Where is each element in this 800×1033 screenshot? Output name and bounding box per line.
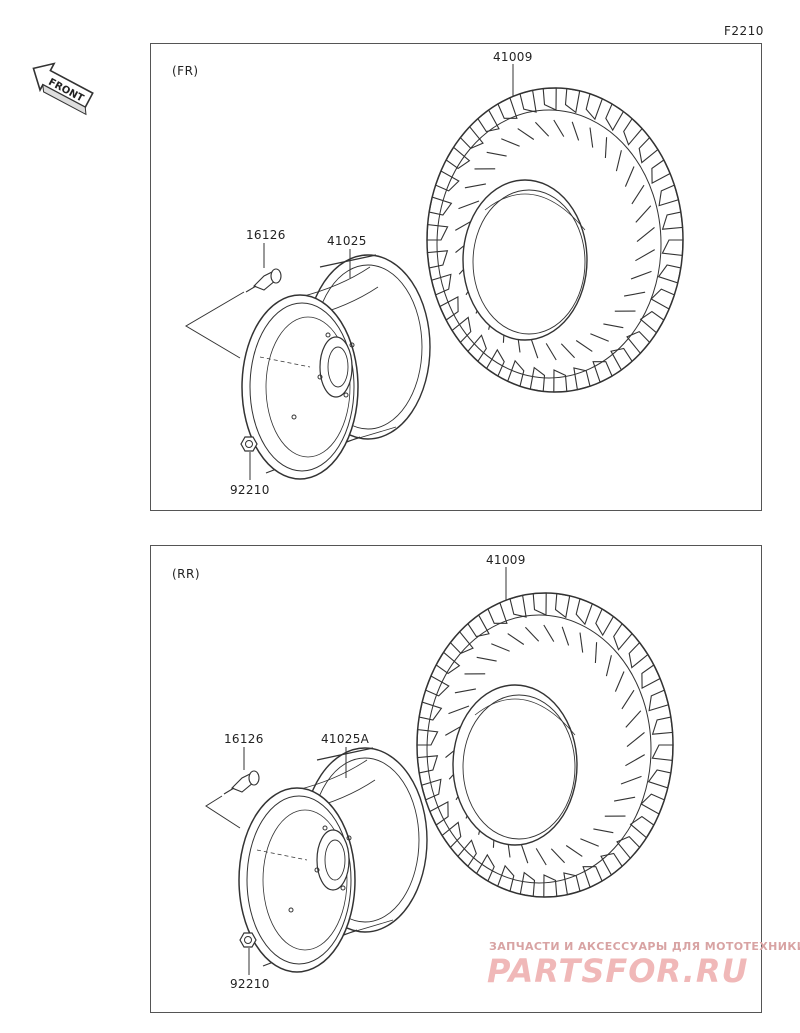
figure-code: F2210	[724, 24, 764, 38]
front-wheel	[241, 254, 431, 480]
front-leader-lines	[185, 64, 514, 480]
front-wheel-part-number[interactable]: 41025	[327, 234, 367, 248]
watermark-logo: PARTSFOR.RU	[487, 952, 749, 990]
rear-panel-label: (RR)	[172, 567, 201, 581]
rear-nut-part-number[interactable]: 92210	[230, 977, 270, 991]
rear-tire	[416, 592, 674, 898]
front-tire	[426, 87, 684, 393]
front-tire-part-number[interactable]: 41009	[493, 50, 533, 64]
rear-valve-part-number[interactable]: 16126	[224, 732, 264, 746]
rear-wheel	[238, 747, 428, 973]
rear-wheel-part-number[interactable]: 41025A	[321, 732, 370, 746]
rear-nut	[239, 932, 257, 948]
front-valve-part-number[interactable]: 16126	[246, 228, 286, 242]
front-valve	[245, 268, 282, 293]
rear-valve	[223, 770, 260, 795]
rear-tire-part-number[interactable]: 41009	[486, 553, 526, 567]
rear-leader-lines	[205, 567, 507, 975]
watermark-tagline: ЗАПЧАСТИ И АКСЕССУАРЫ ДЛЯ МОТОТЕХНИКИ	[489, 940, 800, 953]
front-nut-part-number[interactable]: 92210	[230, 483, 270, 497]
front-panel-label: (FR)	[172, 64, 199, 78]
front-nut	[240, 436, 258, 452]
